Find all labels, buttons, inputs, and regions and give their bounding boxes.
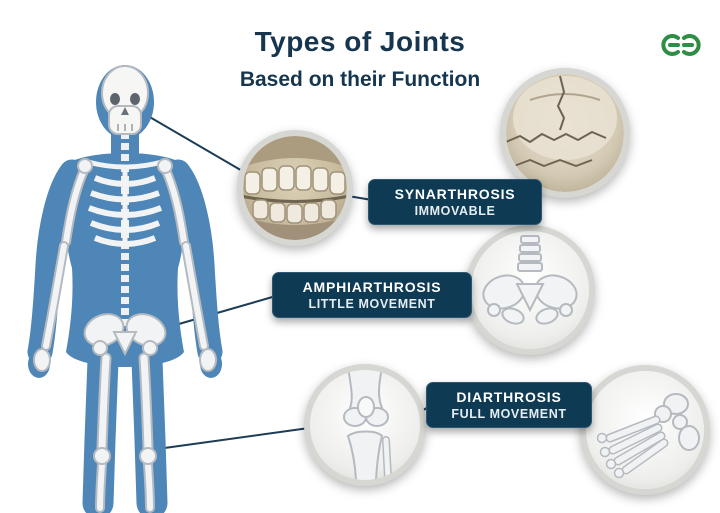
joint-term: DIARTHROSIS xyxy=(456,389,562,405)
geeksforgeeks-logo xyxy=(661,34,701,56)
joint-desc: LITTLE MOVEMENT xyxy=(308,297,436,311)
pelvis-joint-figure xyxy=(465,225,595,355)
amphiarthrosis-label: AMPHIARTHROSIS LITTLE MOVEMENT xyxy=(272,272,472,318)
skull-bones xyxy=(101,65,149,135)
connector-head-to-teeth xyxy=(147,115,245,173)
page-title: Types of Joints xyxy=(254,26,466,57)
ribcage-bones xyxy=(87,170,163,247)
diarthrosis-label: DIARTHROSIS FULL MOVEMENT xyxy=(426,382,592,428)
skull-sutures-figure xyxy=(500,68,630,198)
leg-bones xyxy=(93,352,157,513)
connector-knee-to-knee-figure xyxy=(149,427,310,451)
joint-desc: FULL MOVEMENT xyxy=(451,407,567,421)
knee-joint-figure xyxy=(304,364,426,486)
joint-term: SYNARTHROSIS xyxy=(394,186,516,202)
synarthrosis-label: SYNARTHROSIS IMMOVABLE xyxy=(368,179,542,225)
joint-term: AMPHIARTHROSIS xyxy=(302,279,442,295)
joint-desc: IMMOVABLE xyxy=(414,204,496,218)
foot-bones-figure xyxy=(580,365,710,495)
jaw-teeth-figure xyxy=(237,130,353,246)
clavicle-bones xyxy=(87,159,163,170)
figure-ring xyxy=(580,365,710,495)
figure-ring xyxy=(304,364,426,486)
human-skeleton-figure xyxy=(33,65,217,513)
figure-ring xyxy=(500,68,630,198)
figure-ring xyxy=(237,130,353,246)
arm-bones xyxy=(33,158,217,372)
page-subtitle: Based on their Function xyxy=(239,68,481,91)
pelvis-bones xyxy=(83,313,167,357)
